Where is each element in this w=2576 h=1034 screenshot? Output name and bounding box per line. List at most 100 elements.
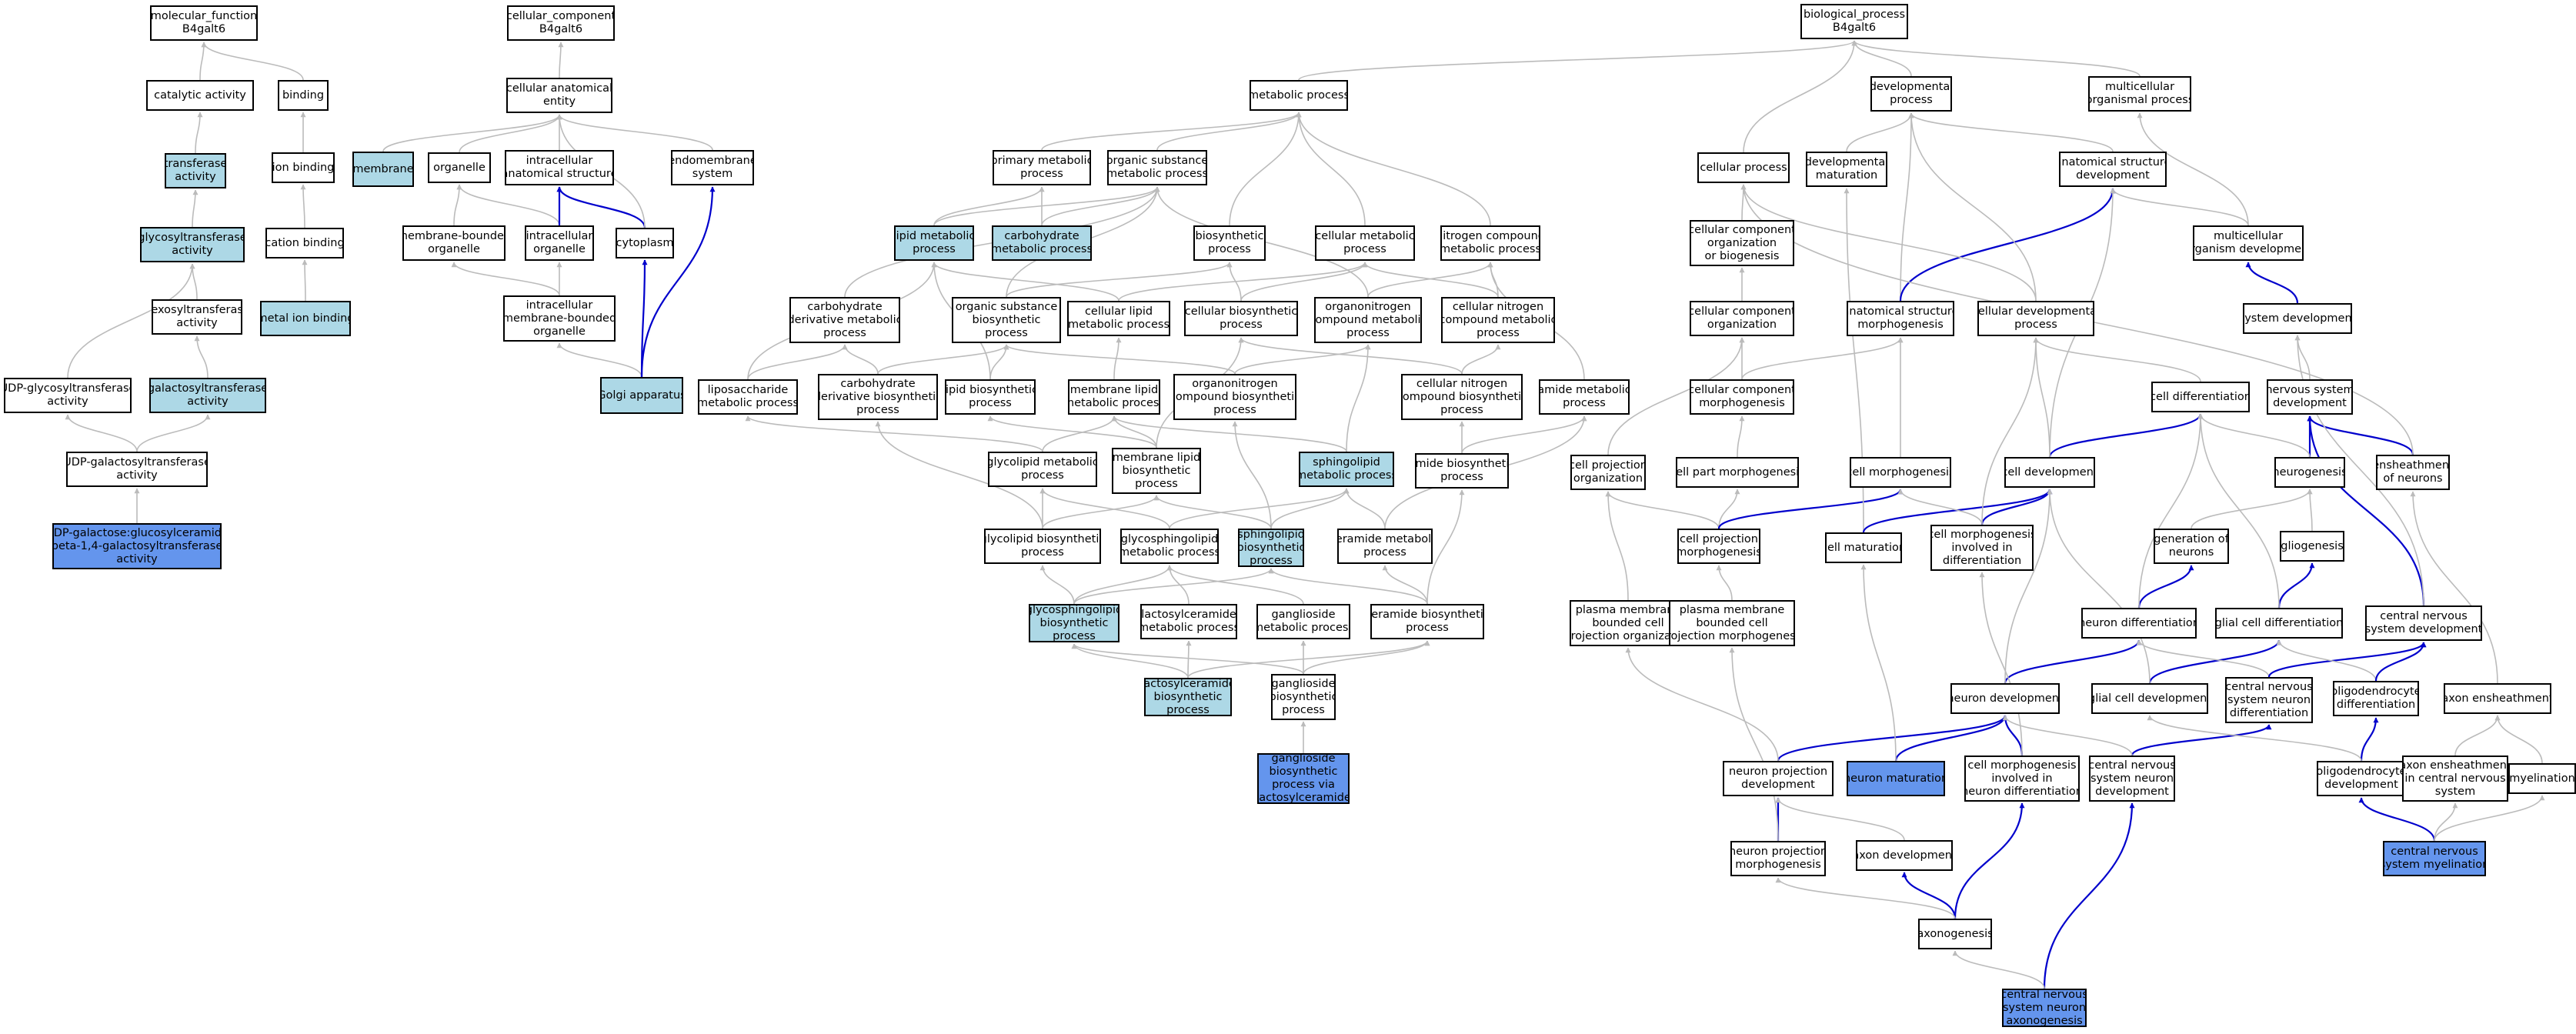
- go-term-label: cell part morphogenesis: [1676, 465, 1799, 479]
- edge-glycosphingomet-to-sphingomet: [1169, 488, 1350, 529]
- edge-galactosyltr-to-hexosyltr: [194, 335, 209, 379]
- edge-lactosylbio-to-lactosylmet: [1186, 640, 1192, 679]
- go-term-label: process: [1406, 622, 1449, 634]
- go-term-label: intracellular: [526, 230, 593, 242]
- go-term-label: organelle: [533, 243, 586, 255]
- go-term-celldiff: cell differentiation: [2151, 382, 2250, 412]
- go-term-label: metabolic process: [1250, 88, 1348, 102]
- edge-glycosphingomet-to-glycolipidmet: [1039, 488, 1170, 529]
- go-term-label: projection organization: [1570, 629, 1687, 642]
- go-term-label: system neuron: [2002, 1001, 2087, 1014]
- go-term-label: metabolic process: [1107, 168, 1207, 180]
- go-term-label: or biogenesis: [1704, 249, 1780, 262]
- edge-axonens-to-ensheath: [2410, 491, 2498, 684]
- go-term-label: glial cell development: [2091, 692, 2208, 705]
- go-term-cationbinding: cation binding: [265, 228, 344, 258]
- go-term-label: ceramide biosynthetic: [1370, 609, 1484, 621]
- go-term-label: process: [1213, 403, 1256, 416]
- go-term-label: cell projection: [1680, 533, 1758, 545]
- edge-gangliobio-to-ceramidebio: [1303, 640, 1430, 675]
- edge-sphingobio-to-memlipidbio: [1153, 495, 1272, 529]
- edge-oligodiff-to-cnsd: [2374, 642, 2427, 682]
- edge-oligodiff-to-glialdiff: [2276, 639, 2377, 682]
- edge-glycosphingobio-to-sphingobio: [1073, 568, 1274, 605]
- go-term-neurogenesis: neurogenesis: [2274, 457, 2345, 488]
- edge-glycolipidbio-to-carbderivbio: [875, 421, 1043, 529]
- edge-celldev-to-celldevproc: [2033, 337, 2050, 458]
- go-term-label: cell morphogenesis: [1850, 465, 1951, 479]
- go-term-label: ceramide metabolic: [1339, 533, 1432, 545]
- edge-cellproc-to-bp: [1743, 40, 1857, 153]
- go-term-label: metabolic process: [1067, 319, 1170, 331]
- go-term-label: neurons: [2168, 546, 2214, 559]
- go-term-label: myelination: [2509, 772, 2575, 785]
- edge-oligodev-to-oligodiff: [2360, 717, 2379, 762]
- go-term-gliogenesis: gliogenesis: [2280, 531, 2344, 562]
- edge-multiorg-to-bp: [1851, 40, 2141, 77]
- go-term-label: axonogenesis: [2006, 1014, 2083, 1027]
- go-term-neurondiff: neuron differentiation: [2081, 608, 2197, 639]
- go-term-label: axon development: [1856, 849, 1953, 862]
- go-term-label: glycolipid metabolic: [988, 456, 1097, 469]
- go-term-label: membrane lipid: [1069, 384, 1159, 396]
- edge-lactosylbio-to-ceramidebio: [1187, 640, 1430, 679]
- go-term-label: process: [1563, 397, 1606, 409]
- go-term-label: organism development: [2194, 243, 2302, 255]
- go-term-label: process via: [1272, 779, 1335, 791]
- go-term-label: morphogenesis: [1735, 859, 1821, 871]
- go-term-label: development: [1741, 779, 1815, 791]
- go-term-label: central nervous: [2225, 680, 2313, 693]
- edge-cnsmyel-to-axonenscns: [2434, 802, 2458, 842]
- edge-catalytic-to-mf: [199, 42, 207, 81]
- edge-multidev-to-multiorg: [2137, 112, 2249, 226]
- edge-neuronprojmorph-to-pmbcpm: [1729, 647, 1779, 842]
- go-term-label: development: [2273, 397, 2347, 409]
- go-term-label: central nervous: [2089, 759, 2175, 772]
- go-term-label: B4galt6: [182, 23, 226, 35]
- go-term-label: anatomical structure: [2059, 156, 2167, 168]
- edge-lipidmet-to-orgsubmet: [933, 186, 1160, 226]
- go-term-label: system myelination: [2383, 859, 2486, 871]
- go-term-label: ganglioside: [1271, 753, 1336, 765]
- go-term-label: central nervous: [2380, 610, 2468, 622]
- edge-intraorg-to-organelle: [456, 184, 560, 226]
- go-term-label: amide biosynthetic: [1415, 458, 1509, 470]
- edge-axonenscns-to-axonens: [2454, 715, 2501, 756]
- go-term-label: activity: [116, 469, 158, 482]
- go-term-cellproc: cellular process: [1697, 152, 1790, 183]
- go-term-label: cellular component: [1690, 223, 1794, 236]
- edge-glialdiff-to-celldiff: [2197, 413, 2280, 609]
- go-term-label: developmental: [1870, 81, 1952, 93]
- go-term-label: oligodendrocyte: [2333, 685, 2419, 698]
- go-term-label: organelle: [433, 161, 486, 174]
- edge-cellnitrobio-to-cellbiosyn: [1238, 337, 1463, 375]
- go-term-label: organelle: [428, 243, 480, 255]
- go-term-label: membrane-bounded: [402, 230, 506, 242]
- go-term-axonogenesis: axonogenesis: [1918, 919, 1992, 949]
- go-term-label: lipid biosynthetic: [945, 384, 1036, 396]
- go-term-label: ganglioside: [1271, 677, 1336, 690]
- go-term-label: lactosylceramide: [1144, 678, 1232, 690]
- edge-cmid-to-celldev: [1980, 489, 2053, 525]
- go-term-label: activity: [172, 245, 213, 257]
- go-term-label: biosynthetic: [972, 313, 1041, 326]
- edge-golgi-to-imbo: [556, 342, 642, 378]
